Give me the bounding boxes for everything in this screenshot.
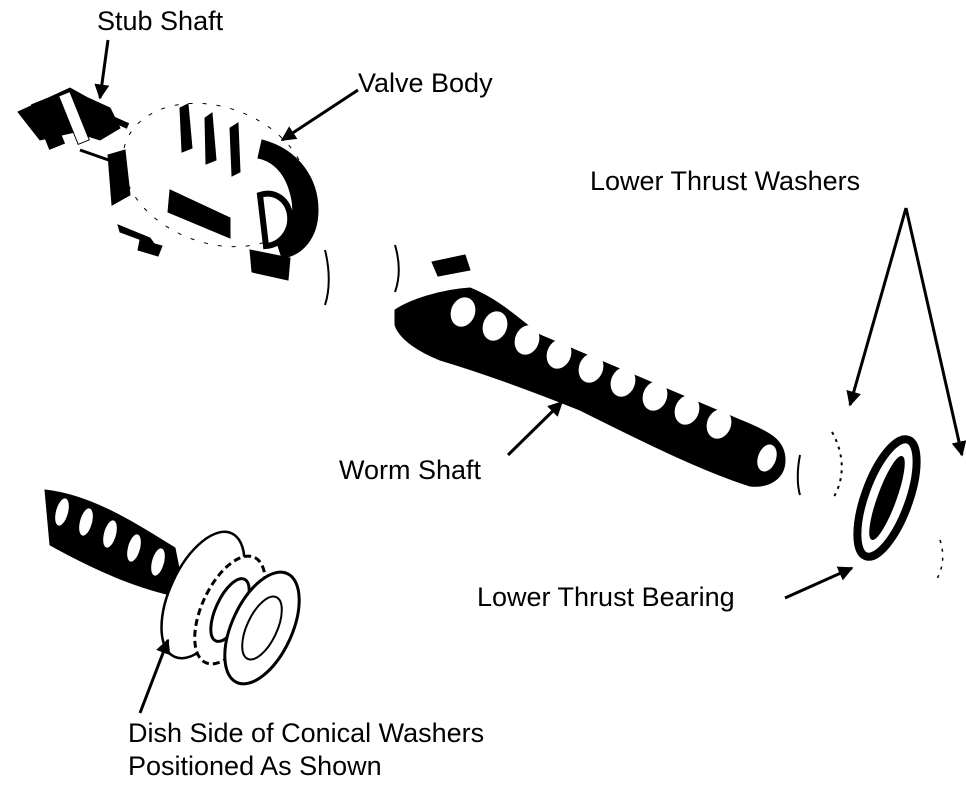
- lower-thrust-bearing-label: Lower Thrust Bearing: [477, 582, 735, 612]
- conical-washers-arrow: [138, 638, 171, 714]
- conical-washers-label-line1: Dish Side of Conical Washers: [128, 718, 484, 748]
- lower-thrust-washers-part: [796, 431, 944, 583]
- stub-shaft-part: [17, 87, 130, 166]
- worm-and-conical-washers-part: [44, 489, 301, 686]
- valve-body-label: Valve Body: [358, 68, 493, 98]
- conical-washers-label-line2: Positioned As Shown: [128, 751, 382, 781]
- lower-thrust-washers-arrow-right: [904, 207, 966, 457]
- leader-arrows: [94, 39, 966, 714]
- valve-body-arrow: [280, 88, 359, 142]
- worm-shaft-arrow: [506, 400, 564, 457]
- lower-thrust-bearing-part: [853, 435, 921, 561]
- stub-shaft-label: Stub Shaft: [97, 6, 224, 36]
- lower-thrust-bearing-arrow: [784, 566, 854, 600]
- lower-thrust-washers-label: Lower Thrust Washers: [590, 166, 860, 196]
- worm-shaft-label: Worm Shaft: [339, 455, 482, 485]
- stub-shaft-arrow: [94, 39, 110, 100]
- worm-shaft-part: [324, 244, 786, 487]
- valve-body-part: [107, 102, 319, 281]
- lower-thrust-washers-arrow-left: [846, 207, 908, 407]
